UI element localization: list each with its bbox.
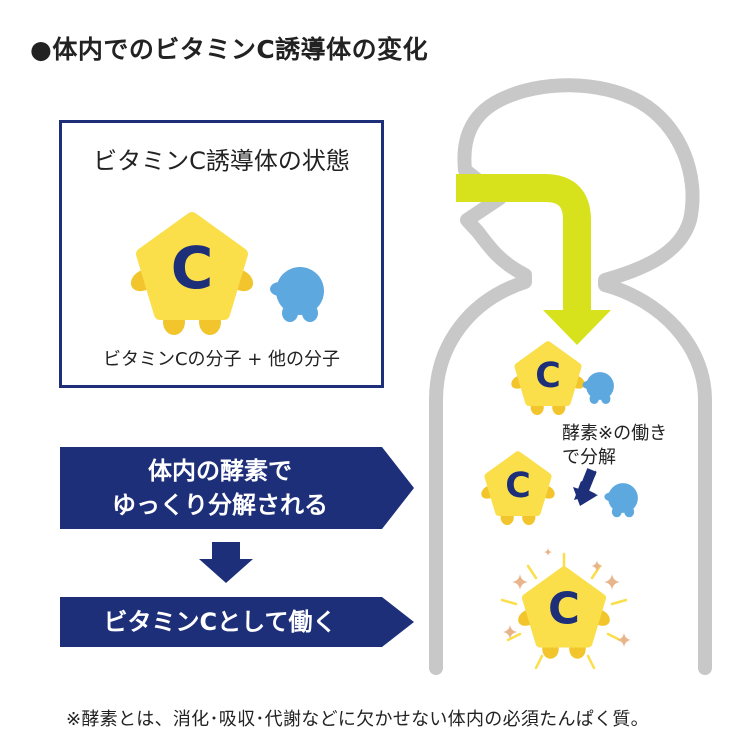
page-title: ●体内でのビタミンC誘導体の変化 <box>30 35 429 64</box>
derivative-state-box: ビタミンC誘導体の状態 C ビタミンCの分子 + 他の分子 <box>59 120 384 388</box>
state-box-title: ビタミンC誘導体の状態 <box>93 147 350 175</box>
separating-vitamin-c-molecule: C <box>479 455 557 525</box>
enzyme-note-line1: 酵素※の働き <box>562 423 668 444</box>
active-vitamin-c-molecule: C <box>515 571 613 659</box>
svg-text:C: C <box>535 356 561 396</box>
enzyme-note: 酵素※の働き で分解 <box>562 422 667 470</box>
svg-text:C: C <box>505 466 531 506</box>
state-box-caption: ビタミンCの分子 + 他の分子 <box>102 349 341 370</box>
step1-arrow-shape <box>60 447 414 529</box>
step2-arrow-shape <box>60 597 414 647</box>
other-molecule <box>270 267 324 322</box>
step-acts-as-vitamin-c: ビタミンCとして働く <box>103 608 337 636</box>
step-enzyme-decomposition: 体内の酵素で ゆっくり分解される <box>60 447 380 529</box>
svg-text:C: C <box>171 234 214 302</box>
intake-arrow <box>456 174 591 312</box>
step1-line2: ゆっくり分解される <box>112 491 328 519</box>
footnote: ※酵素とは、消化･吸収･代謝などに欠かせない体内の必須たんぱく質。 <box>66 709 649 730</box>
body-outline <box>429 78 712 675</box>
combined-molecule-top: C <box>509 345 587 415</box>
down-arrow <box>199 542 253 583</box>
step1-line1: 体内の酵素で <box>148 457 292 485</box>
enzyme-note-line2: で分解 <box>562 447 616 468</box>
derivative-molecule-illustration: C <box>62 123 324 391</box>
vitamin-c-molecule: C <box>127 218 257 335</box>
svg-text:C: C <box>548 585 580 635</box>
separated-other-molecule <box>604 483 638 518</box>
